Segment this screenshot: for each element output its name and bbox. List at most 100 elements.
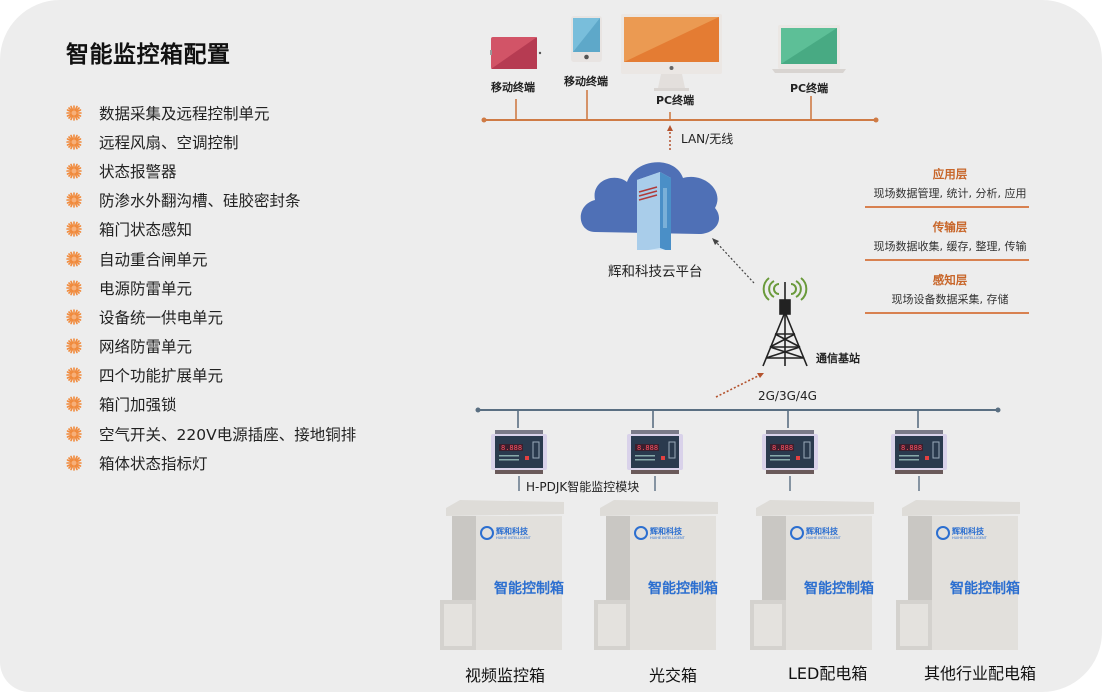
cabinet-front-text: 智能控制箱 xyxy=(950,581,1020,597)
signal-waves-icon xyxy=(762,277,808,301)
layer-divider xyxy=(865,259,1029,261)
cabinet-front-text: 智能控制箱 xyxy=(804,581,874,597)
terminal-label-1: 移动终端 xyxy=(491,81,535,94)
cabinet-brand: 辉和科技 xyxy=(496,527,528,536)
brand-logo-icon xyxy=(790,526,804,540)
feature-text: 状态报警器 xyxy=(99,162,177,181)
layer-desc: 现场设备数据采集, 存储 xyxy=(891,293,1009,306)
bullet-star-icon xyxy=(66,221,82,238)
box-type-label: 其他行业配电箱 xyxy=(924,664,1037,683)
mobile-to-tower-arrow xyxy=(715,373,764,398)
cabinet: 辉和科技 HUIHE INTELLIGENT 智能控制箱 xyxy=(748,500,878,664)
svg-text:8.888: 8.888 xyxy=(901,444,922,452)
tower-label: 通信基站 xyxy=(816,352,860,365)
bullet-star-icon xyxy=(66,163,82,179)
server-icon xyxy=(637,172,671,250)
layer-title: 传输层 xyxy=(932,220,968,234)
feature-text: 箱体状态指标灯 xyxy=(99,454,208,473)
feature-text: 网络防雷单元 xyxy=(99,338,193,357)
bullet-star-icon xyxy=(66,367,82,384)
bullet-star-icon xyxy=(66,133,82,150)
phone-icon xyxy=(571,16,602,62)
layer-perception: 感知层 现场设备数据采集, 存储 xyxy=(860,272,1040,314)
lan-bus xyxy=(481,90,879,123)
controller-device-icon: 8.888 xyxy=(491,430,547,474)
feature-item: 自动重合闸单元 xyxy=(66,244,356,273)
feature-item: 数据采集及远程控制单元 xyxy=(66,98,356,127)
box-type-label: 光交箱 xyxy=(649,666,698,685)
feature-text: 箱门加强锁 xyxy=(99,396,177,415)
layer-desc: 现场数据管理, 统计, 分析, 应用 xyxy=(873,187,1027,200)
bullet-star-icon xyxy=(66,396,82,413)
bullet-star-icon xyxy=(66,250,82,267)
feature-text: 自动重合闸单元 xyxy=(99,250,208,269)
brand-logo-icon xyxy=(634,526,648,540)
laptop-icon xyxy=(772,25,846,73)
brand-logo-icon xyxy=(480,526,494,540)
cloud-platform-label: 辉和科技云平台 xyxy=(608,264,703,280)
feature-text: 远程风扇、空调控制 xyxy=(99,133,239,152)
svg-text:8.888: 8.888 xyxy=(501,444,522,452)
cabinet-front-text: 智能控制箱 xyxy=(494,581,564,597)
feature-item: 状态报警器 xyxy=(66,156,356,185)
feature-item: 四个功能扩展单元 xyxy=(66,361,356,390)
layer-desc: 现场数据收集, 缓存, 整理, 传输 xyxy=(873,240,1027,253)
cabinet-brand-sub: HUIHE INTELLIGENT xyxy=(952,536,987,540)
brand-logo-icon xyxy=(936,526,950,540)
cabinet: 辉和科技 HUIHE INTELLIGENT 智能控制箱 xyxy=(438,500,568,664)
feature-item: 箱体状态指标灯 xyxy=(66,448,356,477)
box-type-label: LED配电箱 xyxy=(788,664,868,683)
cabinet-brand: 辉和科技 xyxy=(806,527,838,536)
layer-transport: 传输层 现场数据收集, 缓存, 整理, 传输 xyxy=(860,219,1040,261)
terminal-label-3: PC终端 xyxy=(656,94,695,107)
cell-tower-icon xyxy=(762,277,808,367)
cabinet-brand: 辉和科技 xyxy=(650,527,682,536)
monitoring-module: 8.888 xyxy=(627,430,683,478)
cabinet-brand-sub: HUIHE INTELLIGENT xyxy=(496,536,531,540)
feature-item: 防渗水外翻沟槽、硅胶密封条 xyxy=(66,186,356,215)
feature-item: 远程风扇、空调控制 xyxy=(66,127,356,156)
feature-item: 设备统一供电单元 xyxy=(66,302,356,331)
feature-text: 箱门状态感知 xyxy=(99,221,193,240)
bullet-star-icon xyxy=(66,192,82,208)
cabinet: 辉和科技 HUIHE INTELLIGENT 智能控制箱 xyxy=(894,500,1024,664)
feature-item: 网络防雷单元 xyxy=(66,332,356,361)
desktop-monitor-icon xyxy=(621,14,722,91)
feature-item: 箱门状态感知 xyxy=(66,215,356,244)
layer-divider xyxy=(865,312,1029,314)
feature-text: 空气开关、220V电源插座、接地铜排 xyxy=(99,425,357,444)
feature-text: 防渗水外翻沟槽、硅胶密封条 xyxy=(99,192,301,211)
feature-item: 箱门加强锁 xyxy=(66,390,356,419)
lan-label: LAN/无线 xyxy=(681,132,734,146)
page-title: 智能监控箱配置 xyxy=(66,42,231,68)
field-bus xyxy=(475,407,1001,491)
bullet-star-icon xyxy=(66,279,82,296)
cloud-platform-icon xyxy=(580,162,720,250)
feature-text: 数据采集及远程控制单元 xyxy=(99,104,270,123)
bullet-star-icon xyxy=(66,425,82,442)
cabinet: 辉和科技 HUIHE INTELLIGENT 智能控制箱 xyxy=(592,500,722,664)
controller-device-icon: 8.888 xyxy=(627,430,683,474)
cabinet-image xyxy=(750,500,874,650)
svg-text:8.888: 8.888 xyxy=(637,444,658,452)
cabinet-front-text: 智能控制箱 xyxy=(648,581,718,597)
module-label: H-PDJK智能监控模块 xyxy=(526,480,640,494)
feature-item: 电源防雷单元 xyxy=(66,273,356,302)
cabinet-image xyxy=(440,500,564,650)
svg-text:8.888: 8.888 xyxy=(772,444,793,452)
bullet-star-icon xyxy=(66,309,82,325)
cabinet-brand-sub: HUIHE INTELLIGENT xyxy=(806,536,841,540)
cabinet-brand-sub: HUIHE INTELLIGENT xyxy=(650,536,685,540)
layer-title: 感知层 xyxy=(932,273,968,287)
mobile-network-label: 2G/3G/4G xyxy=(758,389,817,403)
monitoring-module: 8.888 xyxy=(491,430,547,478)
lan-arrow xyxy=(667,125,673,150)
controller-device-icon: 8.888 xyxy=(762,430,818,474)
controller-device-icon: 8.888 xyxy=(891,430,947,474)
cabinet-brand: 辉和科技 xyxy=(952,527,984,536)
layer-application: 应用层 现场数据管理, 统计, 分析, 应用 xyxy=(860,166,1040,208)
layer-divider xyxy=(865,206,1029,208)
feature-text: 四个功能扩展单元 xyxy=(99,367,224,386)
